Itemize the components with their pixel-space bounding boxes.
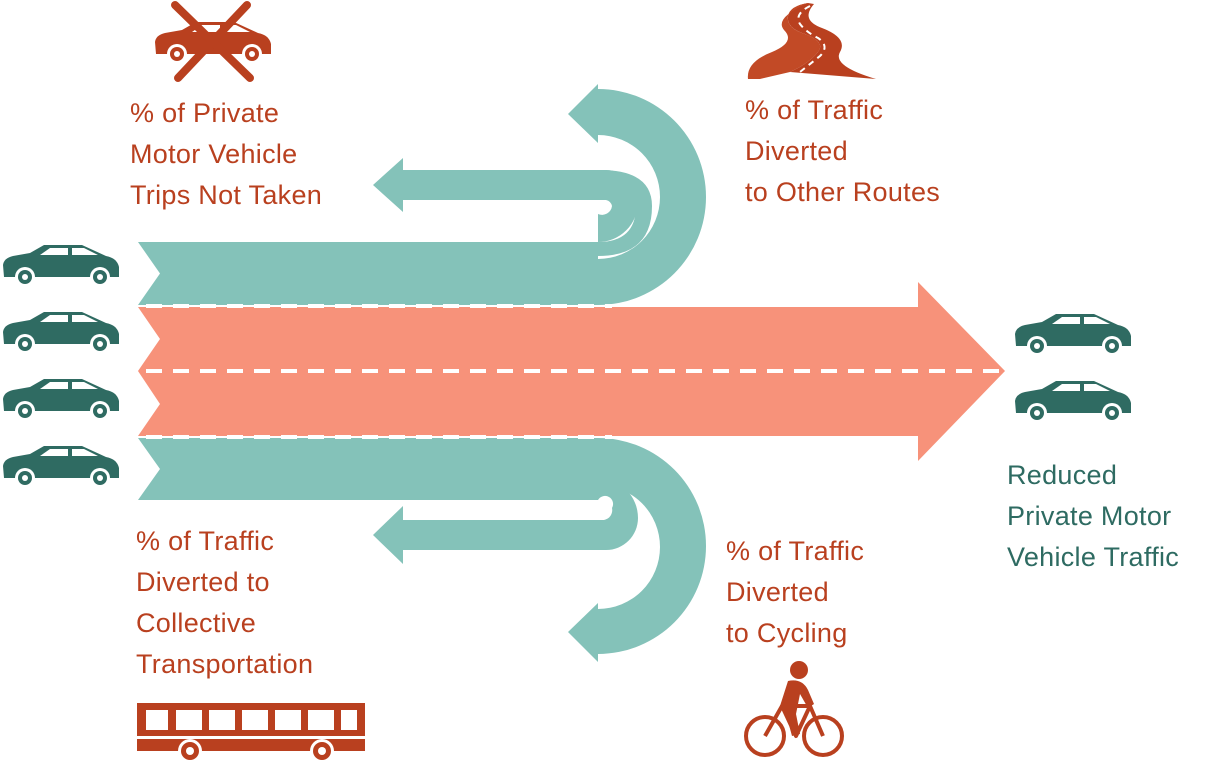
car-icon — [3, 245, 119, 287]
car-icon — [1015, 314, 1131, 356]
label-other-routes: % of Traffic Diverted to Other Routes — [745, 90, 940, 213]
winding-road-icon — [747, 3, 876, 79]
car-icon — [1015, 381, 1131, 423]
label-line: % of Traffic — [745, 95, 884, 125]
cyclist-icon — [744, 661, 844, 757]
label-line: Diverted — [726, 577, 829, 607]
label-line: to Other Routes — [745, 177, 941, 207]
label-line: Collective — [136, 608, 257, 638]
label-line: % of Private — [130, 98, 280, 128]
lane-markings — [146, 304, 1005, 439]
label-line: Motor Vehicle — [130, 139, 298, 169]
label-line: Diverted to — [136, 567, 270, 597]
label-line: % of Traffic — [726, 536, 865, 566]
label-line: Private Motor — [1007, 501, 1172, 531]
label-line: Reduced — [1007, 460, 1118, 490]
crossed-out-car-icon — [155, 1, 271, 82]
upper-diversion-band — [138, 84, 706, 305]
lower-diversion-band — [138, 438, 706, 662]
main-traffic-arrow — [138, 282, 1005, 461]
label-cycling: % of Traffic Diverted to Cycling — [726, 531, 864, 654]
label-line: to Cycling — [726, 618, 848, 648]
label-line: Diverted — [745, 136, 848, 166]
bus-icon — [137, 703, 365, 763]
car-icon — [3, 312, 119, 354]
label-line: Transportation — [136, 649, 314, 679]
label-trips-not-taken: % of Private Motor Vehicle Trips Not Tak… — [130, 93, 322, 216]
car-icon — [3, 446, 119, 488]
car-icon — [3, 379, 119, 421]
label-collective-transportation: % of Traffic Diverted to Collective Tran… — [136, 521, 313, 685]
label-reduced-traffic: Reduced Private Motor Vehicle Traffic — [1007, 455, 1179, 578]
label-line: Vehicle Traffic — [1007, 542, 1180, 572]
label-line: Trips Not Taken — [130, 180, 323, 210]
label-line: % of Traffic — [136, 526, 275, 556]
